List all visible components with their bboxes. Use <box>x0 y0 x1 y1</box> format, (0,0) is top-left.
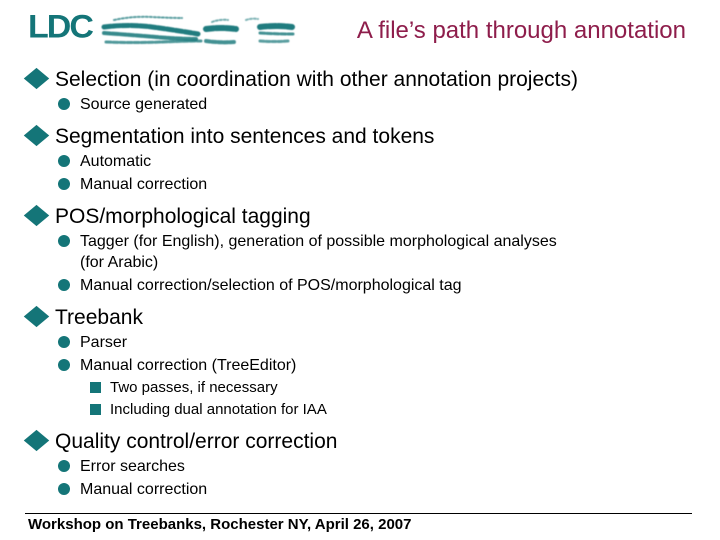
slide-footer: Workshop on Treebanks, Rochester NY, Apr… <box>0 513 720 534</box>
slide-body: Selection (in coordination with other an… <box>0 48 720 500</box>
sub-item: Source generated <box>58 94 696 115</box>
circle-bullet-icon <box>58 178 70 190</box>
slide-header: LDC A file’s path through annotation <box>0 0 720 48</box>
section-heading: Quality control/error correction <box>23 429 696 454</box>
circle-bullet-icon <box>58 279 70 291</box>
sub-item-label: Manual correction/selection of POS/morph… <box>80 277 462 294</box>
sub-item-label: Source generated <box>80 96 208 113</box>
circle-bullet-icon <box>58 98 70 110</box>
footer-divider <box>25 513 692 514</box>
sub-item-label: Error searches <box>80 458 185 475</box>
ldc-logo-scribble-icon <box>101 15 295 45</box>
section-heading-label: Segmentation into sentences and tokens <box>55 125 435 148</box>
section-heading-label: POS/morphological tagging <box>55 205 311 228</box>
section-heading: Treebank <box>23 305 696 330</box>
sub-sub-item-label: Including dual annotation for IAA <box>110 401 327 418</box>
ldc-logo-text: LDC <box>28 8 94 46</box>
circle-bullet-icon <box>58 483 70 495</box>
section-heading-label: Treebank <box>55 306 143 329</box>
sub-item: Manual correction <box>58 174 696 195</box>
sub-item: Automatic <box>58 151 696 172</box>
square-bullet-icon <box>90 382 101 393</box>
sub-sub-item: Two passes, if necessary <box>90 378 696 398</box>
diamond-bullet-icon <box>23 67 50 90</box>
sub-sub-item: Including dual annotation for IAA <box>90 400 696 420</box>
diamond-bullet-icon <box>23 204 50 227</box>
circle-bullet-icon <box>58 460 70 472</box>
sub-item: Manual correction <box>58 479 696 500</box>
footer-text: Workshop on Treebanks, Rochester NY, Apr… <box>28 516 412 533</box>
sub-item-label: Tagger (for English), generation of poss… <box>80 233 557 271</box>
section-heading-label: Selection (in coordination with other an… <box>55 68 578 91</box>
diamond-bullet-icon <box>23 429 50 452</box>
diamond-bullet-icon <box>23 305 50 328</box>
circle-bullet-icon <box>58 336 70 348</box>
section-heading: Selection (in coordination with other an… <box>23 67 696 92</box>
circle-bullet-icon <box>58 155 70 167</box>
section-heading-label: Quality control/error correction <box>55 430 338 453</box>
circle-bullet-icon <box>58 235 70 247</box>
sub-sub-item-label: Two passes, if necessary <box>110 379 278 396</box>
sub-item-label: Parser <box>80 334 128 351</box>
section-heading: Segmentation into sentences and tokens <box>23 124 696 149</box>
sub-item: Manual correction (TreeEditor) <box>58 355 696 376</box>
section-heading: POS/morphological tagging <box>23 204 696 229</box>
square-bullet-icon <box>90 404 101 415</box>
sub-item-label: Automatic <box>80 153 152 170</box>
circle-bullet-icon <box>58 359 70 371</box>
sub-item: Parser <box>58 332 696 353</box>
sub-item-label: Manual correction (TreeEditor) <box>80 357 297 374</box>
sub-item-label: Manual correction <box>80 481 208 498</box>
slide-title: A file’s path through annotation <box>356 17 686 44</box>
sub-item: Error searches <box>58 456 696 477</box>
sub-item: Tagger (for English), generation of poss… <box>58 231 696 273</box>
diamond-bullet-icon <box>23 124 50 147</box>
ldc-logo: LDC <box>28 6 295 48</box>
sub-item-label: Manual correction <box>80 176 208 193</box>
sub-item: Manual correction/selection of POS/morph… <box>58 275 696 296</box>
